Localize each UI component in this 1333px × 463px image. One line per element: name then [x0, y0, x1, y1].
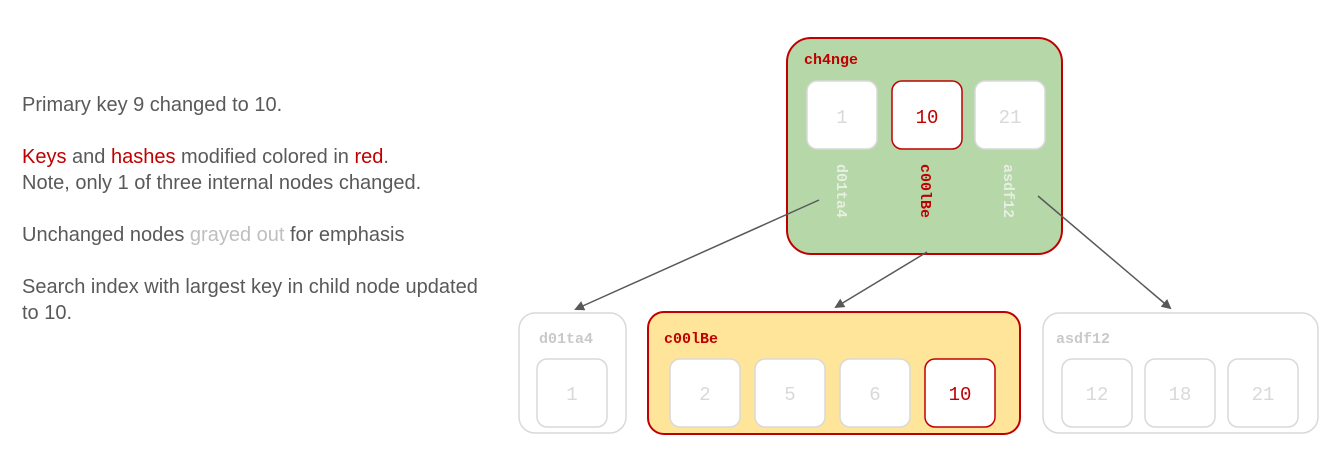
- root-key-2: 10: [916, 107, 939, 129]
- note-colors: Keys and hashes modified colored in red.…: [22, 146, 422, 194]
- child-node-2-key-2: 5: [784, 384, 795, 406]
- root-key-box-3: [974, 80, 1046, 150]
- arrow-to-child-3: [1037, 195, 1172, 310]
- note-grayed: Unchanged nodes grayed out for emphasis: [22, 224, 405, 246]
- child-node-3-key-1: 12: [1086, 384, 1109, 406]
- child-node-1-key-box-1: [536, 358, 608, 428]
- child-node-3-key-box-3: [1227, 358, 1299, 428]
- root-key-3: 21: [999, 107, 1022, 129]
- note-search-index: Search index with largest key in child n…: [22, 276, 478, 324]
- child-node-1: d01ta4 1: [518, 312, 627, 434]
- child-node-3: asdf12 12 18 21: [1042, 312, 1319, 434]
- child-node-3-key-box-1: [1061, 358, 1133, 428]
- child-node-2: c00lBe 2 5 6 10: [647, 311, 1021, 435]
- root-key-1: 1: [836, 107, 847, 129]
- root-node: ch4nge 1 10 21 d01ta4 c00lBe asdf12: [786, 37, 1063, 255]
- child-node-2-key-3: 6: [869, 384, 880, 406]
- child-node-3-hash: asdf12: [1056, 331, 1110, 348]
- child-node-2-hash: c00lBe: [664, 331, 718, 348]
- root-key-box-2: [891, 80, 963, 150]
- child-node-3-key-box-2: [1144, 358, 1216, 428]
- child-node-1-hash: d01ta4: [539, 331, 593, 348]
- child-node-3-key-3: 21: [1252, 384, 1275, 406]
- root-child-hash-1: d01ta4: [832, 164, 849, 218]
- notes-panel: Primary key 9 changed to 10. Keys and ha…: [22, 92, 492, 352]
- child-node-2-key-box-2: [754, 358, 826, 428]
- root-child-hash-3: asdf12: [999, 164, 1016, 218]
- arrow-to-child-1: [574, 199, 820, 311]
- child-node-2-key-4: 10: [949, 384, 972, 406]
- root-child-hash-2: c00lBe: [916, 164, 933, 218]
- child-node-3-key-2: 18: [1169, 384, 1192, 406]
- arrow-to-child-2: [834, 251, 928, 309]
- child-node-2-key-box-1: [669, 358, 741, 428]
- child-node-1-key-1: 1: [566, 384, 577, 406]
- child-node-2-key-box-3: [839, 358, 911, 428]
- root-key-box-1: [806, 80, 878, 150]
- root-hash: ch4nge: [804, 52, 858, 69]
- child-node-2-key-1: 2: [699, 384, 710, 406]
- note-primary-key: Primary key 9 changed to 10.: [22, 94, 283, 116]
- child-node-2-key-box-4: [924, 358, 996, 428]
